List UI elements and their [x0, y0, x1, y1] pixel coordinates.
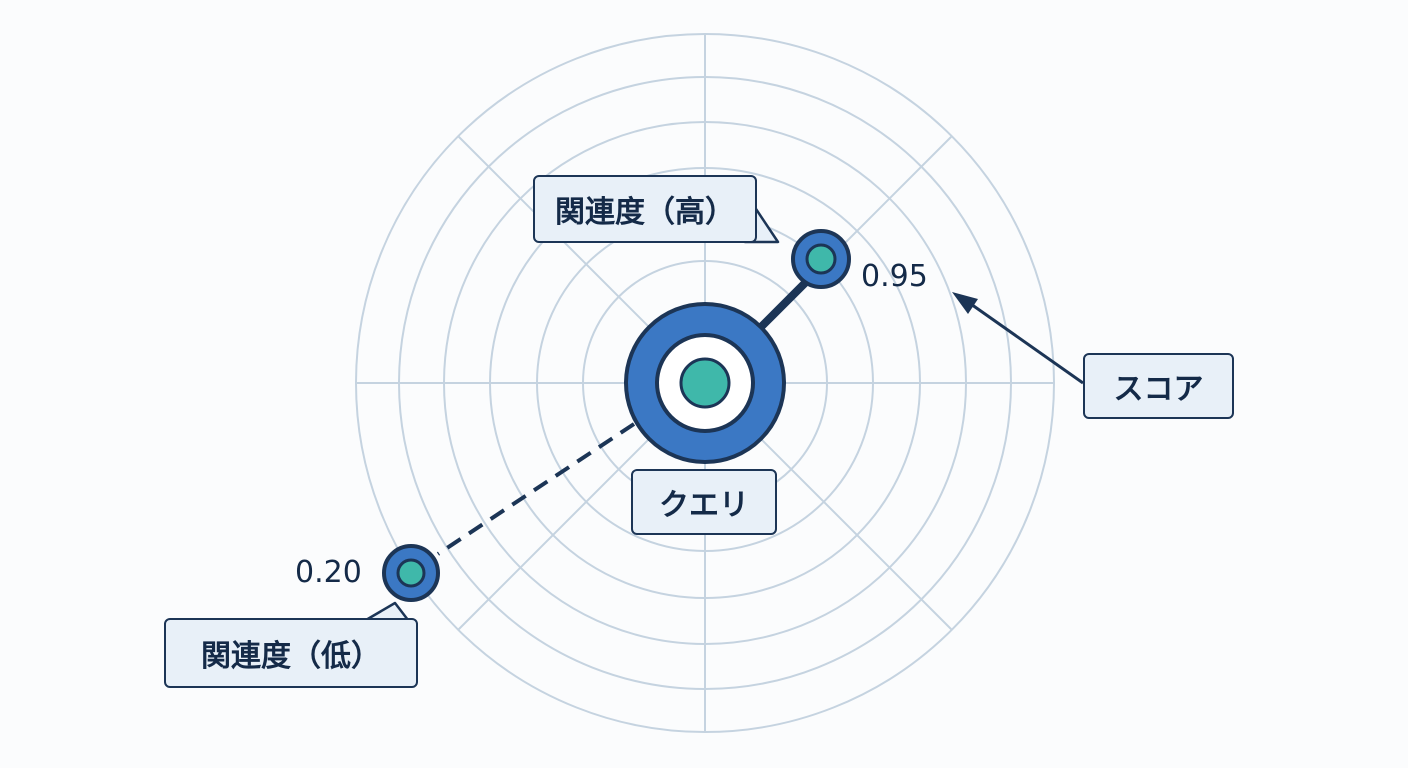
high-relevance-label: 関連度（高）	[555, 195, 735, 230]
query-node	[624, 302, 786, 464]
query-callout: クエリ	[631, 469, 777, 535]
score-label: スコア	[1113, 372, 1204, 407]
high-score-value: 0.95	[861, 259, 928, 294]
score-arrow	[952, 292, 1084, 385]
score-callout: スコア	[1083, 353, 1234, 419]
low-relevance-connector	[436, 422, 636, 556]
low-relevance-node	[382, 544, 440, 602]
high-relevance-callout: 関連度（高）	[533, 175, 757, 243]
high-relevance-node	[791, 229, 851, 289]
low-relevance-callout: 関連度（低）	[164, 618, 418, 688]
query-label: クエリ	[659, 488, 749, 523]
low-score-value: 0.20	[295, 555, 362, 590]
low-relevance-label: 関連度（低）	[201, 639, 381, 674]
